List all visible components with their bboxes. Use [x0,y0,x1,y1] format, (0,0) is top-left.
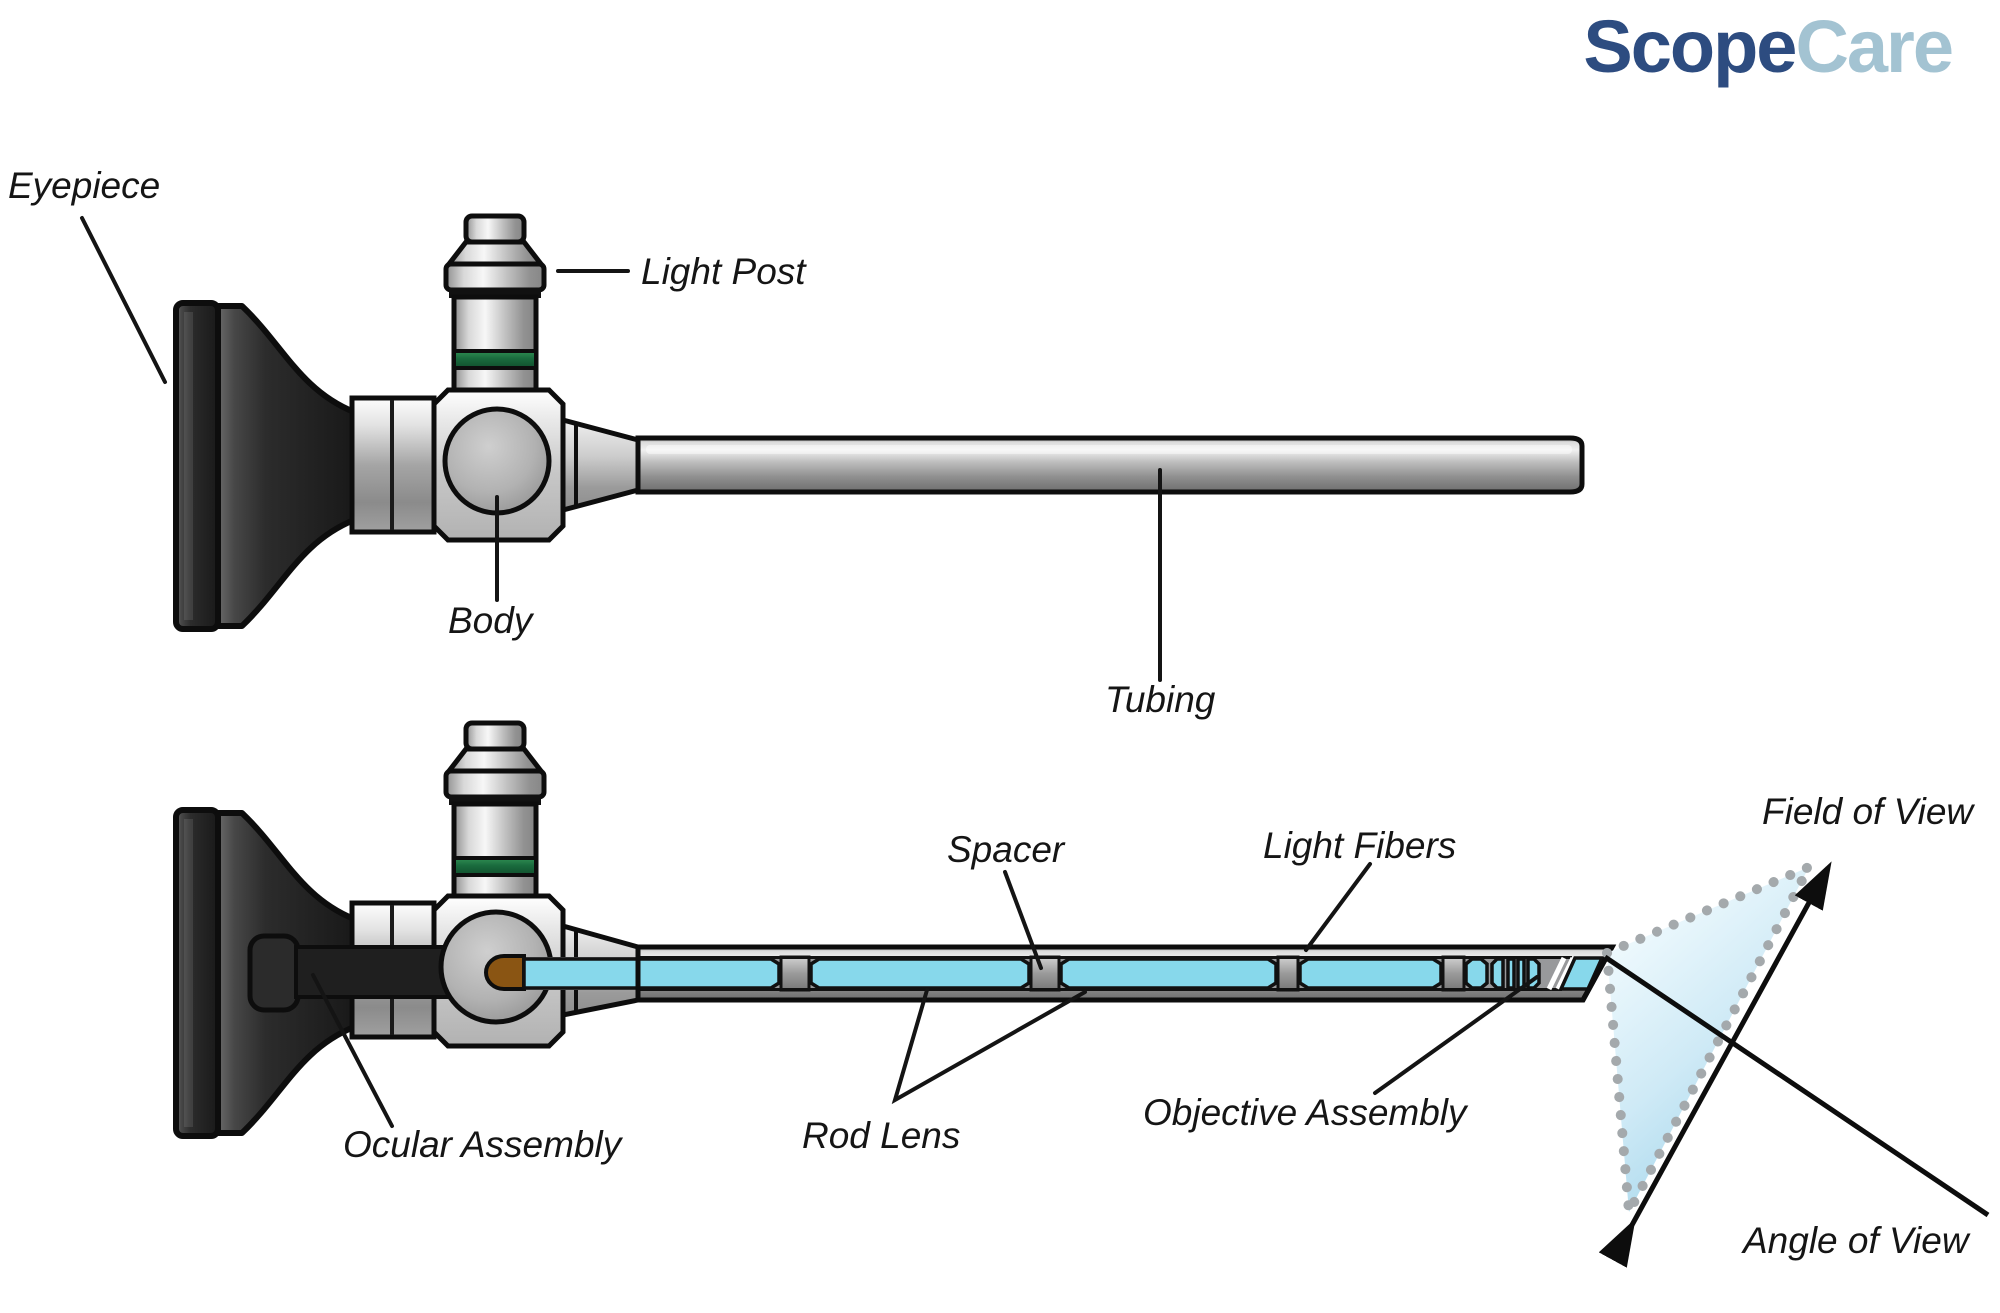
eyepiece-plate [173,300,221,632]
light-post-collar [443,261,547,293]
eyepiece-cup [173,300,357,632]
optical-channel [483,954,1605,992]
spacers [779,955,1466,992]
light-post-cylinder [451,294,539,395]
label-field-of-view: Field of View [1762,791,1975,832]
spacer-block [1441,955,1466,992]
eyepiece-funnel [215,303,357,629]
label-spacer: Spacer [947,829,1066,870]
rod-lens-segment [809,957,1031,990]
scope-cutaway-view [173,720,1617,1139]
objective-lens [1516,957,1526,990]
angle-of-view-axis [1603,954,1990,1218]
tip-highlight [1555,956,1576,991]
leader-objective-assembly [1373,975,1539,1095]
spacer-block [1276,955,1300,992]
objective-lens [1506,957,1516,990]
light-post-flare [443,239,547,267]
label-rod-lens: Rod Lens [802,1115,960,1156]
label-angle-of-view: Angle of View [1741,1220,1971,1261]
scopecare-logo: ScopeCare [1583,5,1952,88]
scope-body [431,387,566,543]
neck-rings [349,395,437,535]
light-post [443,213,547,395]
spacer-block [1029,955,1061,992]
tip-highlight [1546,956,1567,991]
leader-rod-lens [891,988,1087,1105]
light-post-collar [443,768,547,800]
scope-exterior-view [173,213,1585,632]
rod-lens-segment [522,957,781,990]
ocular-assembly-part [247,933,452,1013]
label-tubing: Tubing [1105,679,1216,720]
light-post-flare [443,746,547,774]
logo-part-care: Care [1795,5,1952,88]
leader-light-fibers [1304,862,1372,952]
leader-lines [80,216,1539,1128]
light-post-cap [463,720,527,752]
label-objective-assembly: Objective Assembly [1143,1092,1469,1133]
label-ocular-assembly: Ocular Assembly [343,1124,624,1165]
spacer-block [779,955,811,992]
light-post-cap [463,213,527,245]
eyepiece-highlight [184,312,193,620]
light-post-band [449,288,541,298]
label-light-post: Light Post [641,251,807,292]
proximal-lens-amber [483,954,526,991]
field-of-view-cone [1598,856,1990,1268]
tubing-shaft [635,435,1585,495]
leader-spacer [1003,870,1043,970]
leader-eyepiece [80,216,167,384]
tubing-outline [635,944,1617,1003]
light-post-green-ring [452,349,538,370]
logo-part-scope: Scope [1583,5,1795,88]
light-post-band [449,795,541,805]
rod-lens-segment [1059,957,1278,990]
label-eyepiece: Eyepiece [8,165,160,206]
objective-lens [1464,957,1489,990]
ocular-cap [247,933,301,1013]
light-post-cylinder [451,801,539,901]
rod-lens-segment [1298,957,1443,990]
labels: Eyepiece Light Post Body Tubing Spacer L… [8,165,1975,1261]
fov-fill [1607,867,1809,1212]
eyepiece-cup-cutaway [173,807,357,1139]
field-of-view-arrow [1598,861,1832,1268]
light-post-cutaway [443,720,547,901]
rod-lens-train [522,957,1541,990]
light-post-green-ring [452,856,538,877]
label-body: Body [448,600,535,641]
leader-ocular-assembly [311,973,394,1128]
label-light-fibers: Light Fibers [1263,825,1456,866]
objective-lens [1490,957,1505,990]
